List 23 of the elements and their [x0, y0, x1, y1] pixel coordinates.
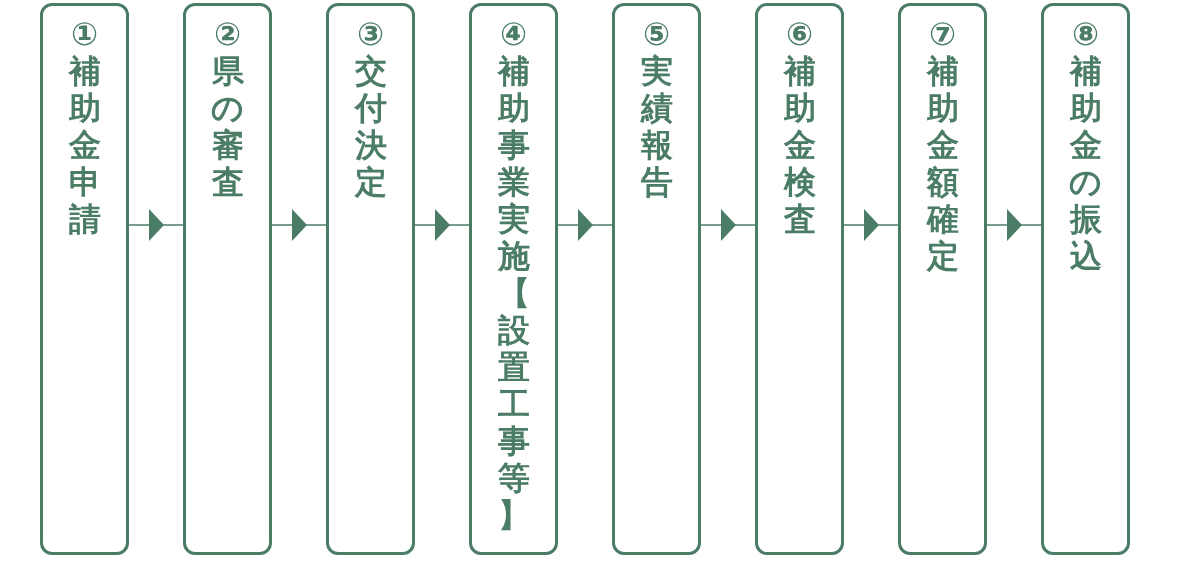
step-label: ⑥補助金検査 [782, 16, 817, 238]
arrow [271, 209, 327, 241]
step-label: ⑦補助金額確定 [925, 16, 960, 275]
arrow [557, 209, 613, 241]
arrow [128, 209, 184, 241]
step-label: ①補助金申請 [67, 16, 102, 238]
arrow [700, 209, 756, 241]
step-label: ②県の審査 [210, 16, 245, 201]
step-label: ④補助事業実施【設置工事等】 [496, 16, 531, 534]
step-label: ⑤実績報告 [639, 16, 674, 201]
arrow [843, 209, 899, 241]
step-box [1041, 3, 1130, 555]
step-box [755, 3, 844, 555]
step-label: ⑧補助金の振込 [1068, 16, 1103, 275]
step-box [326, 3, 415, 555]
arrow [414, 209, 470, 241]
step-box [469, 3, 558, 555]
step-label: ③交付決定 [353, 16, 388, 201]
step-box [612, 3, 701, 555]
step-box [183, 3, 272, 555]
step-box [40, 3, 129, 555]
step-box [898, 3, 987, 555]
arrow [986, 209, 1042, 241]
